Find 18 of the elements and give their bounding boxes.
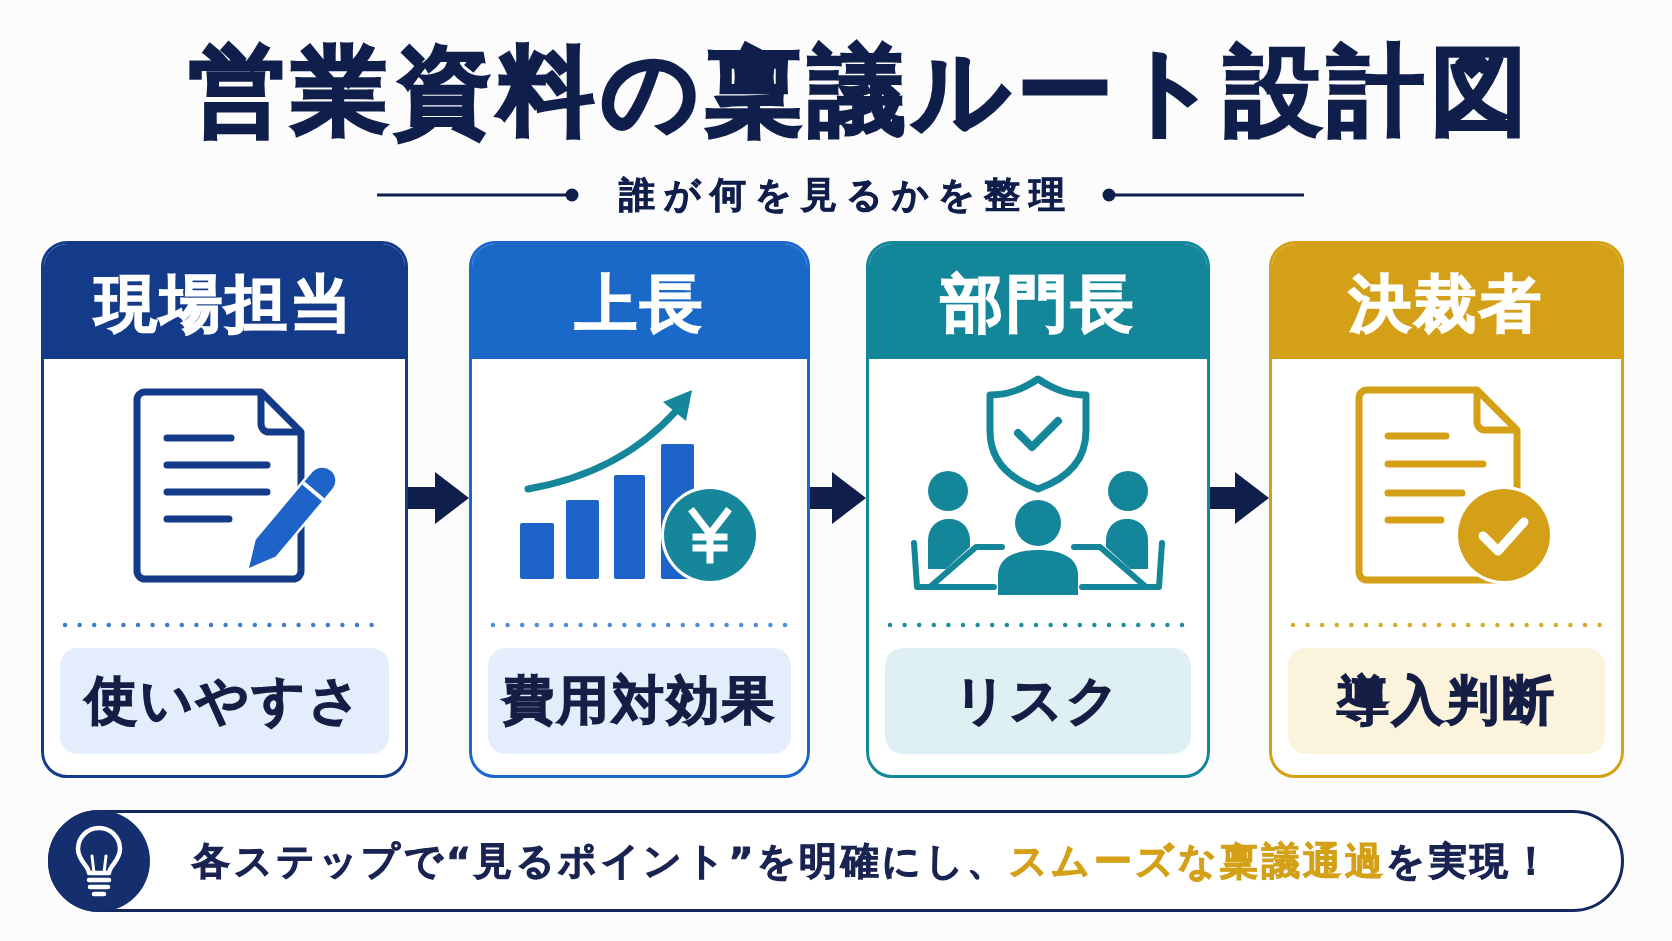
role-header: 上長 [472,244,807,359]
arrow [1210,472,1269,524]
arrow [408,472,469,524]
role-header: 部門長 [869,244,1207,359]
title: 営業資料の稟議ルート設計図 [188,38,1534,144]
arrow [810,472,866,524]
step-card [469,241,810,778]
subtitle: 誰が何を見るかを整理 [618,173,1074,217]
role-header: 決裁者 [1272,244,1621,359]
role-header: 現場担当 [44,244,405,359]
focus-label: 導入判断 [1288,648,1605,754]
focus-label: 使いやすさ [60,648,389,754]
focus-label: 費用対効果 [488,648,791,754]
summary-text: 各ステップで“見るポイント”を明確にし、スムーズな稟議通過を実現！ [192,838,1554,885]
step-card [866,241,1210,778]
focus-label: リスク [885,648,1191,754]
step-card [41,241,408,778]
step-card [1269,241,1624,778]
